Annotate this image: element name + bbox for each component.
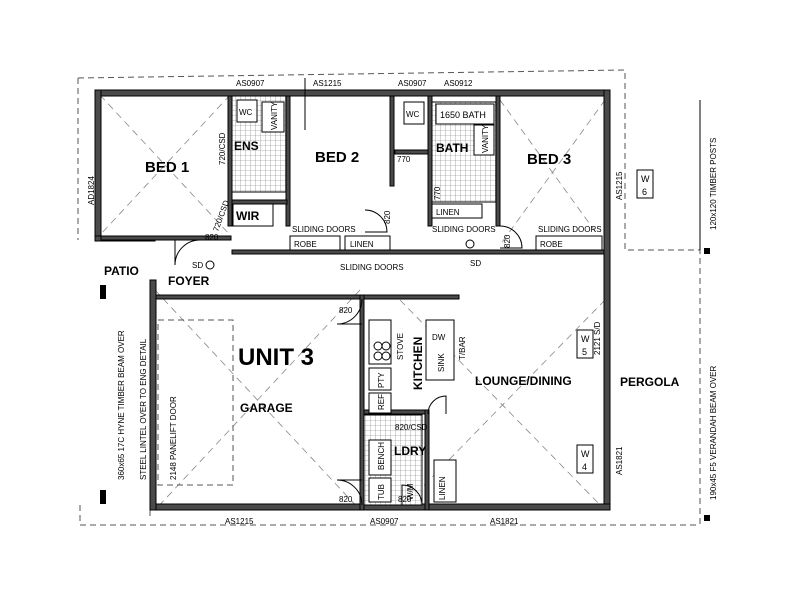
linen-ldry: LINEN	[438, 476, 447, 500]
interior-walls	[100, 95, 605, 511]
unit-title: UNIT 3	[238, 344, 314, 371]
linen-hall: LINEN	[350, 240, 374, 249]
annotation-panelift: 2148 PANELIFT DOOR	[169, 396, 178, 480]
washing-machine: W/M	[406, 483, 415, 500]
room-bed1: BED 1	[145, 159, 189, 176]
door-820-ldry-bottom: 820	[398, 495, 412, 504]
sliding-doors-bed2: SLIDING DOORS	[292, 225, 356, 234]
w-marker-5-n: 5	[582, 347, 587, 357]
door-820-bed3: 820	[503, 234, 512, 248]
window-top-2: AS1215	[313, 79, 342, 88]
window-bottom-2: AS0907	[370, 517, 399, 526]
annotation-verandah-beam: 190x45 F5 VERANDAH BEAM OVER	[709, 366, 718, 500]
room-wir: WIR	[236, 209, 260, 223]
sliding-doors-bed3: SLIDING DOORS	[538, 225, 602, 234]
w-marker-4-n: 4	[582, 462, 587, 472]
vanity-ens: VANITY	[270, 101, 279, 130]
patio-posts	[100, 285, 106, 504]
room-ens: ENS	[234, 139, 259, 153]
window-bottom-1: AS1215	[225, 517, 254, 526]
window-bottom-3: AS1821	[490, 517, 519, 526]
room-bath: BATH	[436, 141, 468, 155]
room-bed3: BED 3	[527, 151, 571, 168]
window-markers	[576, 169, 654, 474]
sliding-doors-bath: SLIDING DOORS	[432, 225, 496, 234]
annotation-hyne-beam: 360x65 17C HYNE TIMBER BEAM OVER	[117, 330, 126, 480]
stove: STOVE	[396, 333, 405, 360]
door-770-bath: 770	[433, 186, 442, 200]
window-top-4: AS0912	[444, 79, 473, 88]
door-820-bed2: 820	[383, 210, 392, 224]
window-left: AD1824	[87, 176, 96, 205]
window-top-1: AS0907	[236, 79, 265, 88]
door-820-ldry: 820/CSD	[395, 423, 428, 432]
tub: TUB	[377, 484, 386, 500]
door-770-ens: 770	[397, 155, 411, 164]
smoke-detector-icon	[465, 239, 475, 249]
fixtures	[232, 99, 603, 503]
door-820-bed1: 820	[205, 233, 219, 242]
room-lounge: LOUNGE/DINING	[475, 374, 572, 388]
wc-bath: WC	[406, 110, 420, 119]
room-bed2: BED 2	[315, 149, 359, 166]
door-820-garage-bottom: 820	[339, 495, 353, 504]
exterior-walls	[94, 89, 611, 511]
sink: SINK	[437, 353, 446, 372]
bath-1650: 1650 BATH	[440, 110, 486, 120]
w-marker-6-w: W	[641, 174, 650, 184]
sliding-doors-hall: SLIDING DOORS	[340, 263, 404, 272]
w-marker-5-w: W	[581, 334, 590, 344]
room-kitchen: KITCHEN	[411, 337, 425, 390]
room-foyer: FOYER	[168, 274, 210, 288]
vanity-bath: VANITY	[481, 124, 490, 153]
door-820-garage: 820	[339, 306, 353, 315]
window-top-3: AS0907	[398, 79, 427, 88]
annotation-steel-lintel: STEEL LINTEL OVER TO ENG DETAIL	[139, 338, 148, 480]
smoke-detector-2: SD	[470, 259, 481, 268]
w-marker-6-n: 6	[642, 187, 647, 197]
wc-ens: WC	[239, 108, 253, 117]
t-bar: T/BAR	[458, 336, 467, 360]
door-swings	[174, 209, 523, 506]
smoke-detector-icon	[205, 260, 215, 270]
dishwasher: DW	[432, 333, 446, 342]
room-patio: PATIO	[104, 264, 139, 278]
robe-bed2: ROBE	[294, 240, 317, 249]
annotation-timber-posts: 120x120 TIMBER POSTS	[709, 138, 718, 230]
smoke-detector-1: SD	[192, 261, 203, 270]
pergola-posts	[699, 100, 710, 521]
robe-bed3: ROBE	[540, 240, 563, 249]
fridge: REF	[377, 394, 386, 410]
room-ldry: LDRY	[394, 444, 426, 458]
room-pergola: PERGOLA	[620, 375, 680, 389]
linen-bath: LINEN	[436, 208, 460, 217]
door-720-bed1: 720/CSD	[218, 132, 227, 165]
pantry: PTY	[377, 372, 386, 388]
door-2121-sd: 2121 S/D	[593, 321, 602, 355]
bench: BENCH	[377, 442, 386, 470]
window-right-2: AS1821	[615, 446, 624, 475]
room-garage: GARAGE	[240, 401, 293, 415]
window-right-1: AS1215	[615, 171, 624, 200]
w-marker-4-w: W	[581, 449, 590, 459]
